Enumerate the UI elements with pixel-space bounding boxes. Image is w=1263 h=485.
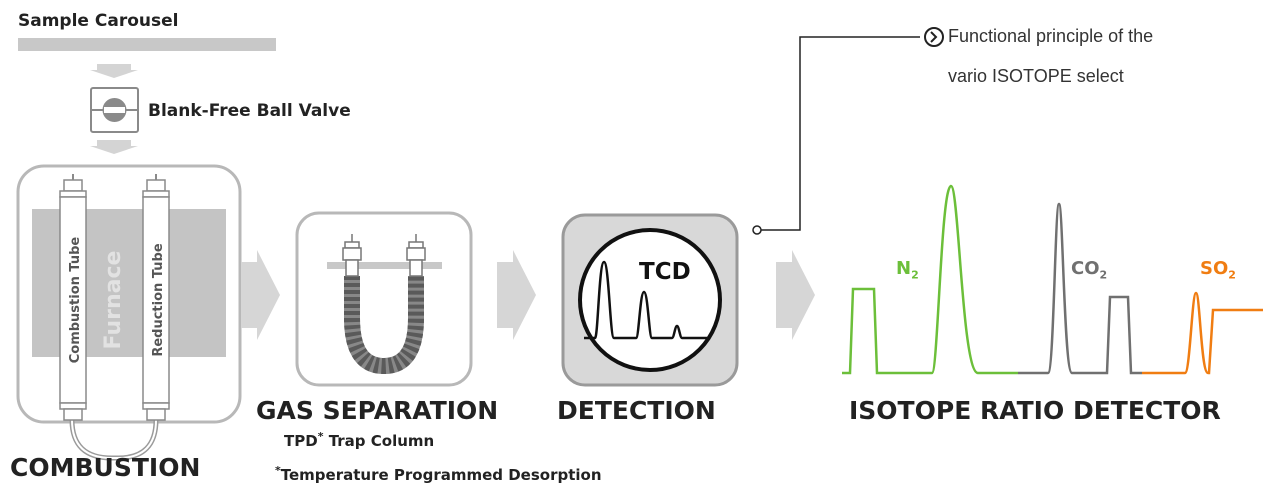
process-arrow-icon (776, 250, 815, 340)
ball-valve-icon (90, 87, 139, 133)
sample-carousel-bar (18, 38, 276, 51)
combustion-tube-label: Combustion Tube (68, 237, 83, 364)
reduction-tube-label: Reduction Tube (151, 243, 166, 356)
asterisk-mark: * (317, 430, 324, 443)
gas-separation-title: GAS SEPARATION (256, 396, 499, 425)
gas-label-so2: SO2 (1200, 258, 1236, 282)
tcd-detector-unit (561, 213, 739, 387)
ball-valve-label: Blank-Free Ball Valve (148, 101, 351, 121)
down-arrow-icon (90, 64, 138, 78)
gas-so2-base: SO (1200, 258, 1229, 279)
isotope-ratio-detector-title: ISOTOPE RATIO DETECTOR (849, 396, 1221, 425)
gas-so2-sub: 2 (1228, 268, 1236, 282)
gas-label-co2: CO2 (1071, 258, 1107, 282)
gas-n2-base: N (896, 258, 912, 279)
footnote-asterisk: * (275, 464, 281, 477)
trap-column-text: Trap Column (328, 432, 435, 450)
process-arrow-icon (497, 250, 536, 340)
gas-separation-unit (295, 211, 473, 387)
trap-column-label: TPD* Trap Column (284, 430, 434, 450)
gas-n2-sub: 2 (911, 268, 919, 282)
combustion-tube-icon (59, 174, 87, 421)
isotope-chromatogram (842, 184, 1263, 375)
furnace-label: Furnace (101, 251, 126, 350)
link-connector (757, 36, 920, 231)
gas-co2-sub: 2 (1099, 268, 1108, 282)
footnote: *Temperature Programmed Desorption (275, 464, 602, 484)
gas-label-n2: N2 (896, 258, 919, 282)
combustion-unit: Combustion Tube Furnace Reduction Tube (16, 164, 242, 461)
tpd-prefix: TPD (284, 432, 318, 450)
chevron-circle-icon[interactable] (924, 27, 944, 47)
gas-co2-base: CO (1071, 258, 1100, 279)
connector-dot (752, 225, 762, 235)
tcd-label: TCD (639, 259, 691, 285)
process-arrow-icon (241, 250, 280, 340)
reduction-tube-icon (142, 174, 170, 421)
sample-carousel-label: Sample Carousel (18, 11, 179, 31)
detection-title: DETECTION (557, 396, 716, 425)
link-text-line2[interactable]: vario ISOTOPE select (948, 66, 1124, 86)
footnote-text: Temperature Programmed Desorption (280, 466, 602, 484)
link-text-line1[interactable]: Functional principle of the (948, 26, 1154, 46)
down-arrow-icon (90, 140, 138, 154)
combustion-title: COMBUSTION (10, 453, 201, 482)
